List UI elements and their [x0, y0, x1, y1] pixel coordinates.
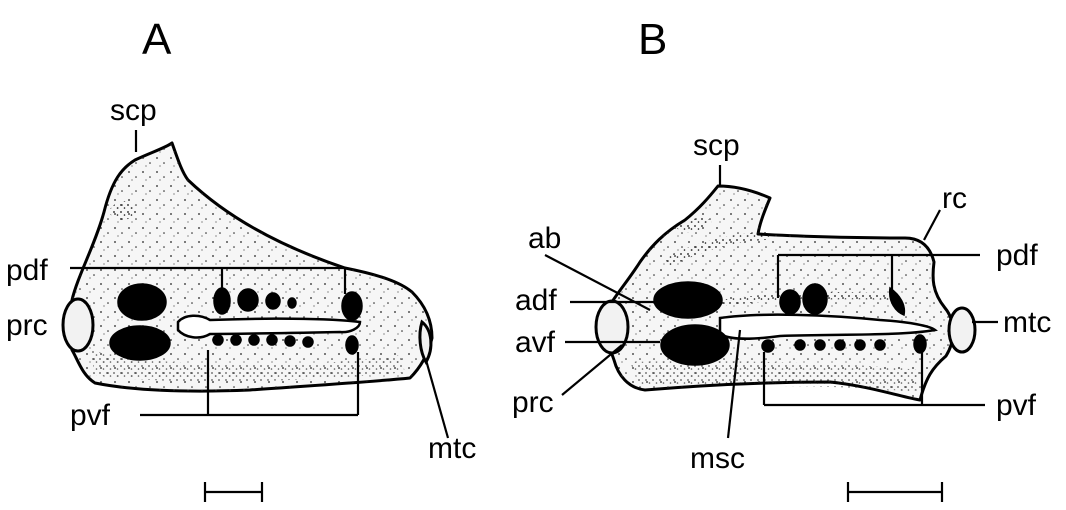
foramen-a-14	[346, 336, 358, 354]
foramen-a-7	[110, 326, 170, 360]
foramen-b-2	[780, 290, 800, 314]
foramen-b-11	[875, 340, 885, 350]
label-pvf-b: pvf	[996, 389, 1037, 422]
label-pvf-a: pvf	[70, 399, 111, 432]
label-adf-b: adf	[515, 284, 557, 317]
foramen-b-7	[795, 340, 805, 350]
leader-prc-b	[562, 345, 622, 395]
panel-b-letter: B	[638, 15, 667, 64]
label-msc-b: msc	[690, 442, 745, 475]
condyle-prc-b	[596, 301, 628, 353]
panel-a-letter: A	[142, 15, 172, 64]
foramen-b-12	[914, 335, 926, 353]
foramen-a-1	[118, 284, 166, 320]
label-rc-b: rc	[942, 182, 967, 215]
label-avf-b: avf	[515, 326, 556, 359]
foramen-a-10	[249, 335, 259, 345]
foramen-b-1	[654, 282, 722, 318]
foramen-b-9	[835, 340, 845, 350]
panel-b: B	[512, 15, 1051, 502]
foramen-b-8	[815, 340, 825, 350]
label-scp-a: scp	[110, 94, 157, 127]
label-mtc-a: mtc	[428, 432, 476, 465]
foramen-a-5	[288, 298, 296, 308]
foramen-a-11	[267, 335, 277, 345]
leader-mtc-a	[426, 360, 448, 438]
label-scp-b: scp	[693, 129, 740, 162]
leader-rc-b	[924, 210, 940, 240]
condyle-prc-a	[63, 299, 93, 351]
foramen-a-13	[303, 337, 313, 347]
label-pdf-b: pdf	[996, 239, 1038, 272]
label-pdf-a: pdf	[6, 254, 48, 287]
foramen-a-6	[342, 292, 362, 320]
condyle-mtc-b	[949, 308, 975, 352]
foramen-a-12	[285, 336, 295, 346]
foramen-a-3	[238, 289, 258, 311]
scale-bar-a	[205, 482, 262, 502]
foramen-b-3	[803, 284, 827, 314]
foramen-a-4	[266, 293, 280, 309]
scale-bar-b	[848, 482, 942, 502]
foramen-b-6	[762, 340, 774, 352]
foramen-b-5	[661, 325, 729, 365]
foramen-a-8	[213, 335, 223, 345]
label-prc-a: prc	[6, 309, 48, 342]
foramen-a-9	[231, 335, 241, 345]
foramen-b-10	[855, 340, 865, 350]
label-mtc-b: mtc	[1003, 306, 1051, 339]
panel-a: A scp pdf p	[6, 15, 476, 502]
label-ab-b: ab	[528, 222, 561, 255]
label-prc-b: prc	[512, 386, 554, 419]
